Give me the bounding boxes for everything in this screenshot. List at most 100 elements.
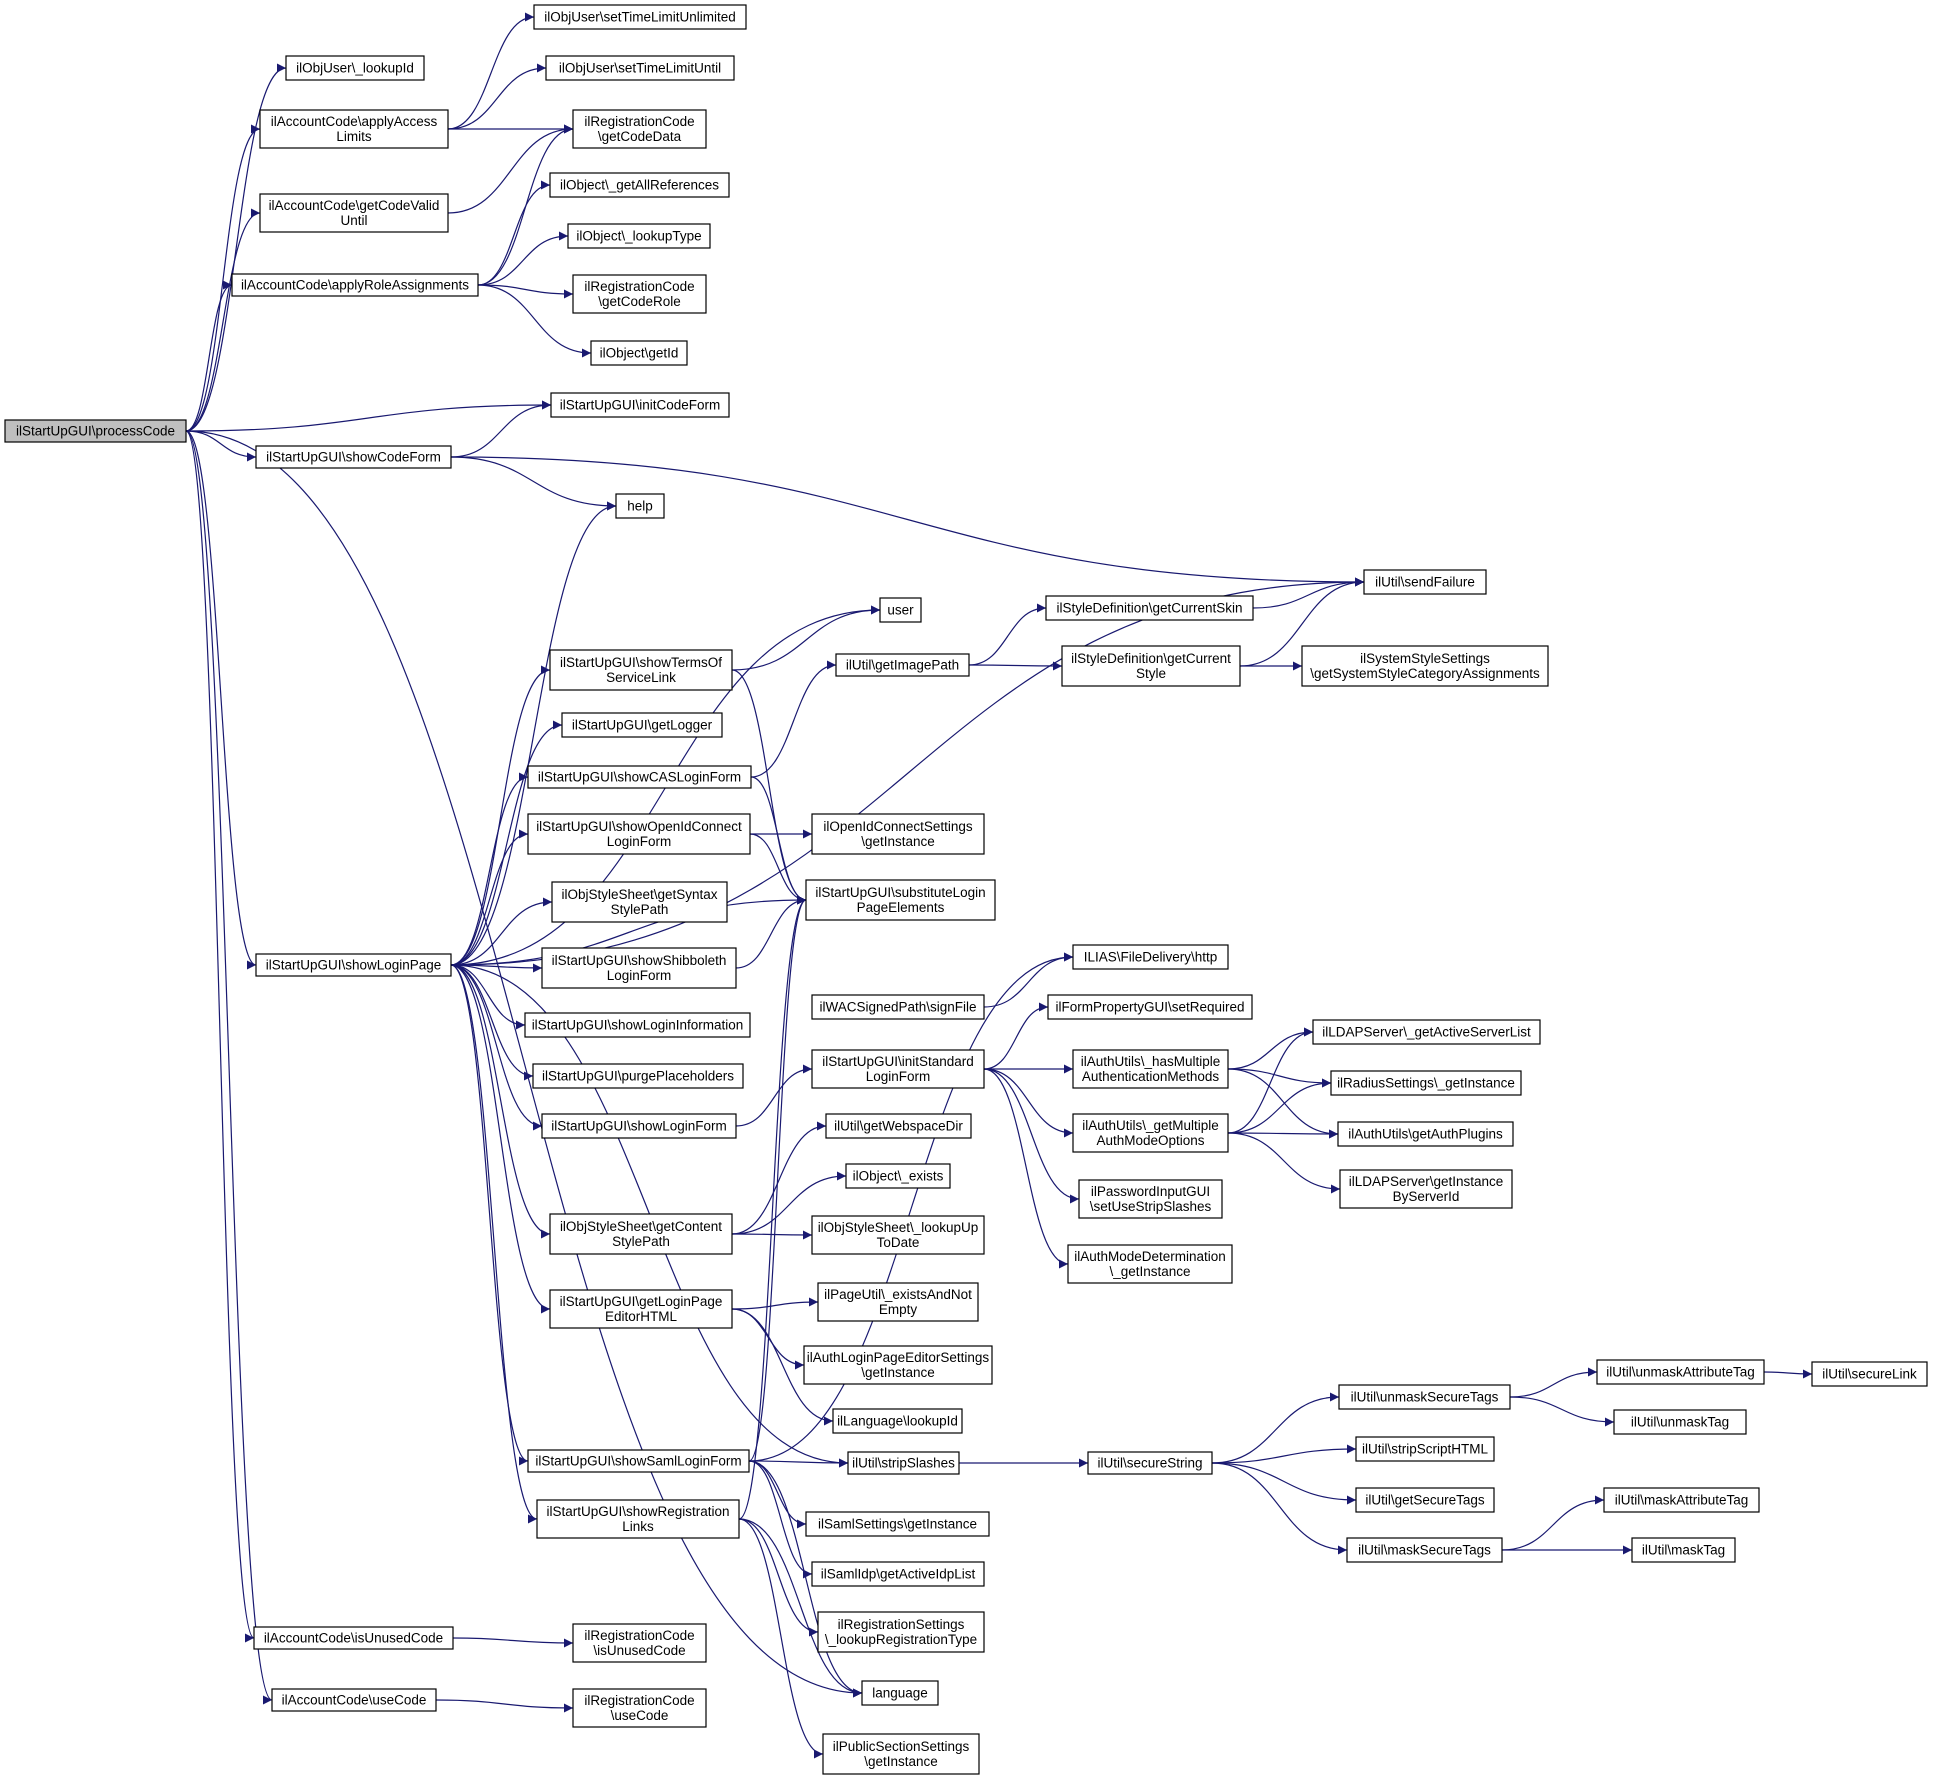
node-radius-get-instance[interactable]: ilRadiusSettings\_getInstance <box>1330 1070 1522 1096</box>
node-reg-is-unused-code[interactable]: ilRegistrationCode\isUnusedCode <box>572 1623 707 1663</box>
node-language[interactable]: language <box>861 1680 939 1706</box>
edge-show-caslogin-form-to-get-image-path <box>750 660 837 778</box>
node-label: ilAccountCode\isUnusedCode <box>264 1631 443 1646</box>
node-help[interactable]: help <box>615 493 665 519</box>
node-secure-string[interactable]: ilUtil\secureString <box>1087 1451 1213 1475</box>
node-saml-settings-get-instance[interactable]: ilSamlSettings\getInstance <box>805 1511 990 1537</box>
node-strip-slashes[interactable]: ilUtil\stripSlashes <box>847 1451 960 1475</box>
node-show-login-information[interactable]: ilStartUpGUI\showLoginInformation <box>524 1012 751 1038</box>
node-unmask-attribute-tag[interactable]: ilUtil\unmaskAttributeTag <box>1596 1359 1765 1385</box>
node-show-code-form[interactable]: ilStartUpGUI\showCodeForm <box>255 445 452 469</box>
node-lookup-id[interactable]: ilObjUser\_lookupId <box>285 55 425 81</box>
node-use-code[interactable]: ilAccountCode\useCode <box>271 1688 437 1712</box>
node-box <box>1603 1487 1760 1513</box>
node-reg-use-code[interactable]: ilRegistrationCode\useCode <box>572 1688 707 1728</box>
node-set-time-limit-unlimited[interactable]: ilObjUser\setTimeLimitUnlimited <box>533 4 747 30</box>
node-label: ilRegistrationCode <box>584 114 694 129</box>
node-show-caslogin-form[interactable]: ilStartUpGUI\showCASLoginForm <box>527 765 752 789</box>
node-get-image-path[interactable]: ilUtil\getImagePath <box>835 653 970 677</box>
node-strip-script-html[interactable]: ilUtil\stripScriptHTML <box>1355 1436 1495 1462</box>
node-set-time-limit-until[interactable]: ilObjUser\setTimeLimitUntil <box>545 55 735 81</box>
node-open-id-get-instance[interactable]: ilOpenIdConnectSettings\getInstance <box>811 813 985 855</box>
node-unmask-secure-tags[interactable]: ilUtil\unmaskSecureTags <box>1338 1384 1511 1410</box>
edge-get-multiple-auth-mode-options-to-ldap-get-instance-by-server-id <box>1227 1132 1341 1194</box>
node-reg-get-code-data[interactable]: ilRegistrationCode\getCodeData <box>572 109 707 149</box>
node-label: ilObject\_getAllReferences <box>560 178 719 193</box>
node-process-code[interactable]: ilStartUpGUI\processCode <box>4 419 187 443</box>
node-box <box>817 1282 979 1322</box>
node-label: ilSamlSettings\getInstance <box>818 1517 977 1532</box>
node-sys-style-cat[interactable]: ilSystemStyleSettings\getSystemStyleCate… <box>1301 645 1549 687</box>
node-obj-get-id[interactable]: ilObject\getId <box>590 340 688 366</box>
node-box <box>615 493 665 519</box>
node-apply-role-assignments[interactable]: ilAccountCode\applyRoleAssignments <box>231 273 479 297</box>
node-file-delivery-http[interactable]: ILIAS\FileDelivery\http <box>1072 944 1229 970</box>
node-public-section-get-instance[interactable]: ilPublicSectionSettings\getInstance <box>822 1733 980 1775</box>
node-secure-link[interactable]: ilUtil\secureLink <box>1811 1361 1928 1387</box>
node-set-required[interactable]: ilFormPropertyGUI\setRequired <box>1047 994 1253 1020</box>
node-label: help <box>627 499 653 514</box>
node-password-set-use-strip-slashes[interactable]: ilPasswordInputGUI\setUseStripSlashes <box>1078 1179 1223 1219</box>
node-label: language <box>872 1686 928 1701</box>
node-mask-tag[interactable]: ilUtil\maskTag <box>1631 1537 1736 1563</box>
node-box <box>1355 1436 1495 1462</box>
node-reg-get-code-role[interactable]: ilRegistrationCode\getCodeRole <box>572 274 707 314</box>
node-saml-idp-get-active-idp-list[interactable]: ilSamlIdp\getActiveIdpList <box>811 1561 985 1587</box>
node-label: ilStartUpGUI\showLoginInformation <box>532 1018 744 1033</box>
node-show-login-form[interactable]: ilStartUpGUI\showLoginForm <box>541 1113 737 1139</box>
node-box <box>549 172 730 198</box>
node-init-code-form[interactable]: ilStartUpGUI\initCodeForm <box>550 392 730 418</box>
node-label: StylePath <box>612 1234 670 1249</box>
node-ldap-get-active-server-list[interactable]: ilLDAPServer\_getActiveServerList <box>1312 1019 1541 1045</box>
node-box <box>1613 1409 1747 1435</box>
node-get-secure-tags[interactable]: ilUtil\getSecureTags <box>1355 1487 1495 1513</box>
node-get-current-skin[interactable]: ilStyleDefinition\getCurrentSkin <box>1045 595 1254 621</box>
edge-has-multiple-auth-methods-to-get-auth-plugins <box>1227 1068 1339 1139</box>
node-send-failure[interactable]: ilUtil\sendFailure <box>1363 569 1487 595</box>
node-label: ilStartUpGUI\showLoginForm <box>551 1119 727 1134</box>
node-label: ilUtil\sendFailure <box>1375 575 1475 590</box>
node-get-all-references[interactable]: ilObject\_getAllReferences <box>549 172 730 198</box>
node-show-saml-login-form[interactable]: ilStartUpGUI\showSamlLoginForm <box>527 1449 750 1473</box>
node-label: \getInstance <box>861 834 935 849</box>
node-label: ilWACSignedPath\signFile <box>819 1000 976 1015</box>
node-lang-lookup-id[interactable]: ilLanguage\lookupId <box>832 1408 963 1434</box>
node-get-webspace-dir[interactable]: ilUtil\getWebspaceDir <box>825 1113 972 1139</box>
node-get-auth-plugins[interactable]: ilAuthUtils\getAuthPlugins <box>1337 1121 1514 1147</box>
node-sign-file[interactable]: ilWACSignedPath\signFile <box>811 994 985 1020</box>
edge-process-code-to-apply-access-limits <box>185 124 261 432</box>
node-label: ilObjUser\_lookupId <box>296 61 414 76</box>
node-lookup-type[interactable]: ilObject\_lookupType <box>567 223 711 249</box>
node-get-logger[interactable]: ilStartUpGUI\getLogger <box>561 712 723 738</box>
node-box <box>549 1289 733 1329</box>
node-label: ilRegistrationCode <box>584 1693 694 1708</box>
node-mask-secure-tags[interactable]: ilUtil\maskSecureTags <box>1346 1537 1503 1563</box>
node-is-unused-code[interactable]: ilAccountCode\isUnusedCode <box>253 1626 454 1650</box>
node-obj-exists[interactable]: ilObject\_exists <box>845 1163 951 1189</box>
node-mask-attribute-tag[interactable]: ilUtil\maskAttributeTag <box>1603 1487 1760 1513</box>
node-auth-mode-determination[interactable]: ilAuthModeDetermination\_getInstance <box>1067 1244 1233 1284</box>
node-auth-login-page-editor[interactable]: ilAuthLoginPageEditorSettings\getInstanc… <box>803 1345 993 1385</box>
node-user[interactable]: user <box>879 597 922 623</box>
node-unmask-tag[interactable]: ilUtil\unmaskTag <box>1613 1409 1747 1435</box>
node-reg-lookup-registration-type[interactable]: ilRegistrationSettings\_lookupRegistrati… <box>817 1611 985 1653</box>
node-has-multiple-auth-methods[interactable]: ilAuthUtils\_hasMultipleAuthenticationMe… <box>1072 1049 1229 1089</box>
node-purge-placeholders[interactable]: ilStartUpGUI\purgePlaceholders <box>532 1063 744 1089</box>
node-show-login-page[interactable]: ilStartUpGUI\showLoginPage <box>255 953 452 977</box>
